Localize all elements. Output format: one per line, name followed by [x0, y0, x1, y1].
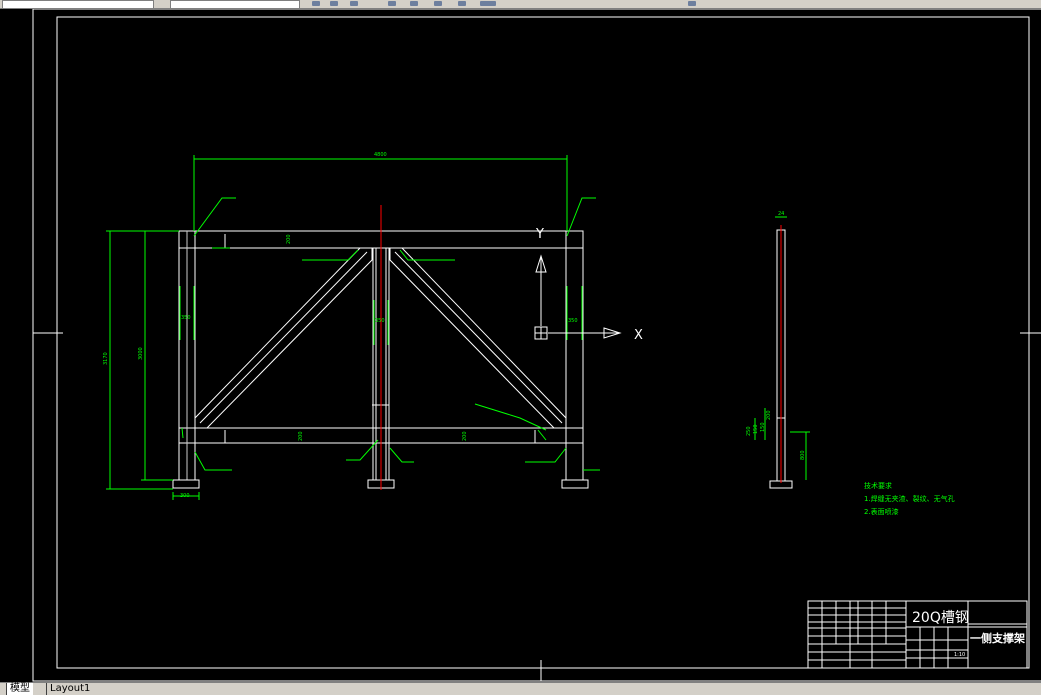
label-top-beam: 200 — [286, 234, 292, 244]
tool-icon[interactable] — [350, 1, 358, 6]
technical-notes: 技术要求 1.焊缝无夹渣、裂纹、无气孔 2.表面喷漆 — [864, 481, 955, 516]
toolbar — [0, 0, 1041, 9]
label-left-post: 350 — [181, 315, 191, 321]
ucs-y-label: Y — [535, 227, 544, 242]
dim-side-top: 24 — [778, 211, 784, 217]
dimension-text: 4800 3170 3000 300 350 350 350 200 200 2… — [103, 152, 806, 499]
label-mid-post: 350 — [375, 318, 385, 324]
ucs-x-label: X — [634, 328, 643, 343]
dim-overall-width: 4800 — [374, 152, 387, 158]
title-name: 一侧支撑架 — [970, 631, 1025, 645]
dimensions — [106, 155, 810, 500]
drawing-canvas[interactable]: 4800 3170 3000 300 350 350 350 200 200 2… — [0, 9, 1041, 682]
dim-side-small-3: 150 — [753, 424, 759, 434]
tool-icon[interactable] — [388, 1, 396, 6]
tool-icon[interactable] — [458, 1, 466, 6]
dim-height-inner: 3000 — [138, 347, 144, 360]
dim-side-bottom: 800 — [800, 450, 806, 460]
notes-line-1: 1.焊缝无夹渣、裂纹、无气孔 — [864, 494, 955, 503]
tab-model[interactable]: 模型 — [6, 683, 33, 695]
dim-base-width: 300 — [180, 493, 190, 499]
label-bottom-beam-left: 200 — [298, 431, 304, 441]
title-scale: 1:10 — [954, 652, 965, 658]
notes-line-2: 2.表面喷漆 — [864, 507, 899, 516]
layout-tabs: 模型 Layout1 — [0, 682, 1041, 695]
tool-icon[interactable] — [410, 1, 418, 6]
tool-icon[interactable] — [688, 1, 696, 6]
tool-icon[interactable] — [312, 1, 320, 6]
tool-icon[interactable] — [480, 1, 496, 6]
layer-dropdown[interactable] — [2, 0, 154, 8]
tab-layout1[interactable]: Layout1 — [46, 683, 93, 695]
title-block — [807, 600, 1028, 669]
dim-side-small-1: 200 — [766, 410, 772, 420]
dim-height-outer: 3170 — [103, 352, 109, 365]
dim-side-small-4: 250 — [746, 426, 752, 436]
notes-heading: 技术要求 — [864, 481, 892, 490]
title-material: 20Q槽钢 — [912, 610, 969, 626]
dim-side-small-2: 150 — [760, 422, 766, 432]
label-right-post: 350 — [568, 318, 578, 324]
tool-icon[interactable] — [434, 1, 442, 6]
sheet-frame — [32, 9, 1041, 682]
ucs-icon — [534, 254, 622, 340]
tool-icon[interactable] — [330, 1, 338, 6]
linetype-dropdown[interactable] — [170, 0, 300, 8]
label-bottom-beam-right: 200 — [462, 431, 468, 441]
